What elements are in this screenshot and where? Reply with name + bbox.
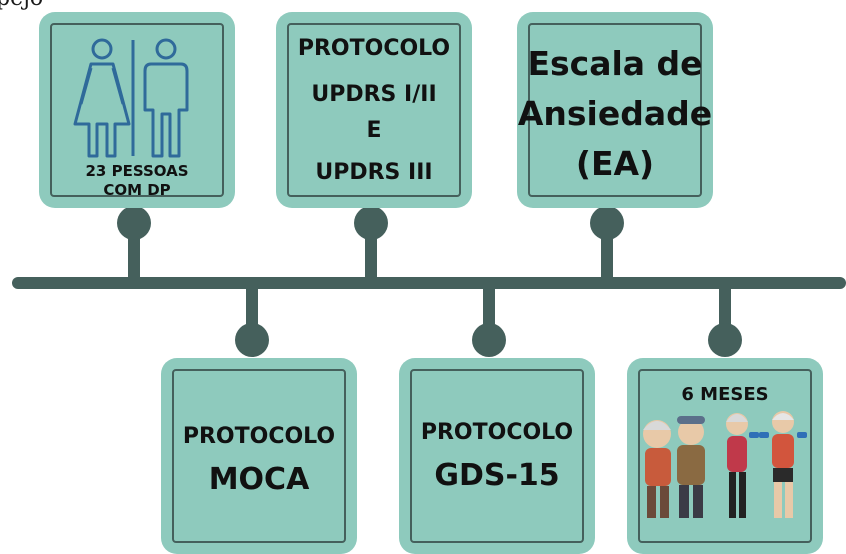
card-frame <box>410 369 584 543</box>
card-updrs-line-4: UPDRS III <box>315 160 433 185</box>
card-gds-line-1: PROTOCOLO <box>420 420 574 445</box>
top-node-1 <box>117 206 151 240</box>
card-gds-line-2: GDS-15 <box>434 458 560 493</box>
card-moca-line-2: MOCA <box>208 462 310 497</box>
male-female-restroom-icon <box>73 38 189 158</box>
card-moca: PROTOCOLO MOCA <box>161 358 357 554</box>
card-anxiety-line-2: Ansiedade <box>517 94 713 133</box>
card-anxiety-scale: Escala de Ansiedade (EA) <box>517 12 713 208</box>
card-anxiety-line-3: (EA) <box>575 144 655 183</box>
card-frame <box>638 369 812 543</box>
card-six-months-label: 6 MESES <box>681 384 769 405</box>
card-frame <box>287 23 461 197</box>
timeline-axis <box>12 277 846 289</box>
card-participants: 23 PESSOAS COM DP <box>39 12 235 208</box>
card-participants-line-1: 23 PESSOAS <box>85 162 189 180</box>
top-node-3 <box>590 206 624 240</box>
card-updrs-line-2: UPDRS I/II <box>311 82 437 107</box>
card-updrs-line-3: E <box>366 118 382 143</box>
card-updrs-line-1: PROTOCOLO <box>297 36 451 61</box>
card-six-months: 6 MESES <box>627 358 823 554</box>
card-frame <box>528 23 702 197</box>
bottom-node-2 <box>472 323 506 357</box>
card-moca-line-1: PROTOCOLO <box>182 424 336 449</box>
cut-off-top-text: pejo <box>0 0 43 11</box>
card-participants-line-2: COM DP <box>103 181 171 199</box>
top-node-2 <box>354 206 388 240</box>
card-updrs: PROTOCOLO UPDRS I/II E UPDRS III <box>276 12 472 208</box>
bottom-node-3 <box>708 323 742 357</box>
card-frame <box>50 23 224 197</box>
card-gds: PROTOCOLO GDS-15 <box>399 358 595 554</box>
bottom-node-1 <box>235 323 269 357</box>
card-frame <box>172 369 346 543</box>
elderly-exercise-illustration <box>643 411 807 518</box>
card-anxiety-line-1: Escala de <box>527 44 703 83</box>
